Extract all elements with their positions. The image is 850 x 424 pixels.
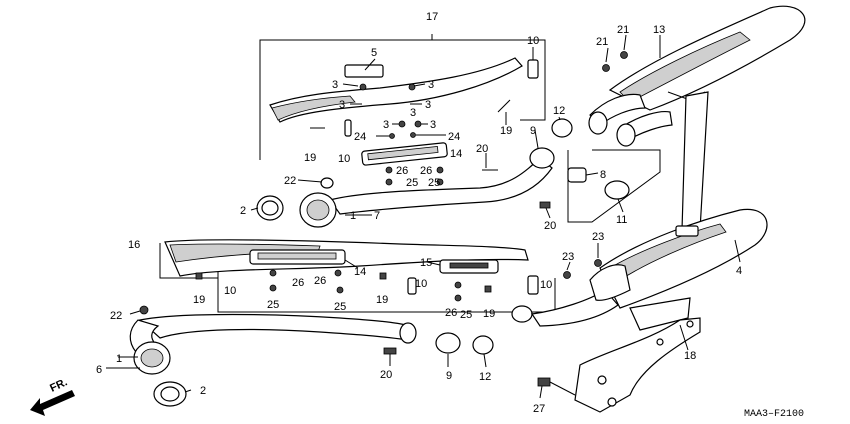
callout-12: 12	[479, 371, 491, 383]
callout-20: 20	[380, 369, 392, 381]
callout-9: 9	[530, 125, 536, 137]
callout-14: 14	[354, 266, 366, 278]
callout-22: 22	[110, 310, 122, 322]
callout-23: 23	[592, 231, 604, 243]
callout-25: 25	[267, 299, 279, 311]
lower-heat-shield-group	[159, 239, 556, 313]
muffler-stay	[537, 317, 701, 413]
callout-3: 3	[383, 119, 389, 131]
callout-21: 21	[596, 36, 608, 48]
callout-26: 26	[445, 307, 457, 319]
callout-14: 14	[450, 148, 462, 160]
callout-7: 7	[374, 210, 380, 222]
callout-1: 1	[116, 353, 122, 365]
upper-heat-shield-group	[259, 34, 546, 186]
front-direction-label: FR.	[48, 376, 69, 394]
rear-exhaust-pipe	[110, 305, 533, 407]
callout-3: 3	[428, 79, 434, 91]
callout-20: 20	[476, 143, 488, 155]
callout-2: 2	[200, 385, 206, 397]
callout-6: 6	[96, 364, 102, 376]
front-exhaust-pipe	[256, 118, 661, 228]
callout-19: 19	[376, 294, 388, 306]
callout-25: 25	[406, 177, 418, 189]
callout-12: 12	[553, 105, 565, 117]
callout-10: 10	[527, 35, 539, 47]
callout-20: 20	[544, 220, 556, 232]
callout-24: 24	[448, 131, 460, 143]
callout-5: 5	[371, 47, 377, 59]
callout-24: 24	[354, 131, 366, 143]
callout-23: 23	[562, 251, 574, 263]
callout-16: 16	[128, 239, 140, 251]
callout-3: 3	[430, 119, 436, 131]
callout-19: 19	[304, 152, 316, 164]
callout-3: 3	[425, 99, 431, 111]
callout-8: 8	[600, 169, 606, 181]
lower-muffler	[530, 208, 768, 331]
callout-19: 19	[500, 125, 512, 137]
callout-labels: 17 5 3 3 3 3 3 3 3 10 10 10 10 10 19 19 …	[48, 11, 804, 420]
callout-9: 9	[446, 370, 452, 382]
callout-1: 1	[350, 210, 356, 222]
callout-11: 11	[616, 214, 627, 226]
callout-26: 26	[420, 165, 432, 177]
callout-18: 18	[684, 350, 696, 362]
callout-4: 4	[736, 265, 742, 277]
callout-3: 3	[332, 79, 338, 91]
callout-22: 22	[284, 175, 296, 187]
callout-25: 25	[460, 309, 472, 321]
callout-26: 26	[314, 275, 326, 287]
leader-lines	[106, 34, 741, 399]
callout-25: 25	[428, 177, 440, 189]
callout-10: 10	[415, 278, 427, 290]
front-direction-arrow	[30, 390, 75, 416]
callout-10: 10	[224, 285, 236, 297]
diagram-code: MAA3–F2100	[744, 409, 804, 420]
callout-25: 25	[334, 301, 346, 313]
callout-27: 27	[533, 403, 545, 415]
callout-21: 21	[617, 24, 629, 36]
callout-17: 17	[426, 11, 438, 23]
callout-15: 15	[420, 257, 432, 269]
callout-3: 3	[410, 107, 416, 119]
callout-26: 26	[396, 165, 408, 177]
callout-13: 13	[653, 24, 665, 36]
callout-10: 10	[338, 153, 350, 165]
callout-10: 10	[540, 279, 552, 291]
callout-19: 19	[483, 308, 495, 320]
callout-19: 19	[193, 294, 205, 306]
callout-26: 26	[292, 277, 304, 289]
callout-2: 2	[240, 205, 246, 217]
callout-3: 3	[339, 99, 345, 111]
